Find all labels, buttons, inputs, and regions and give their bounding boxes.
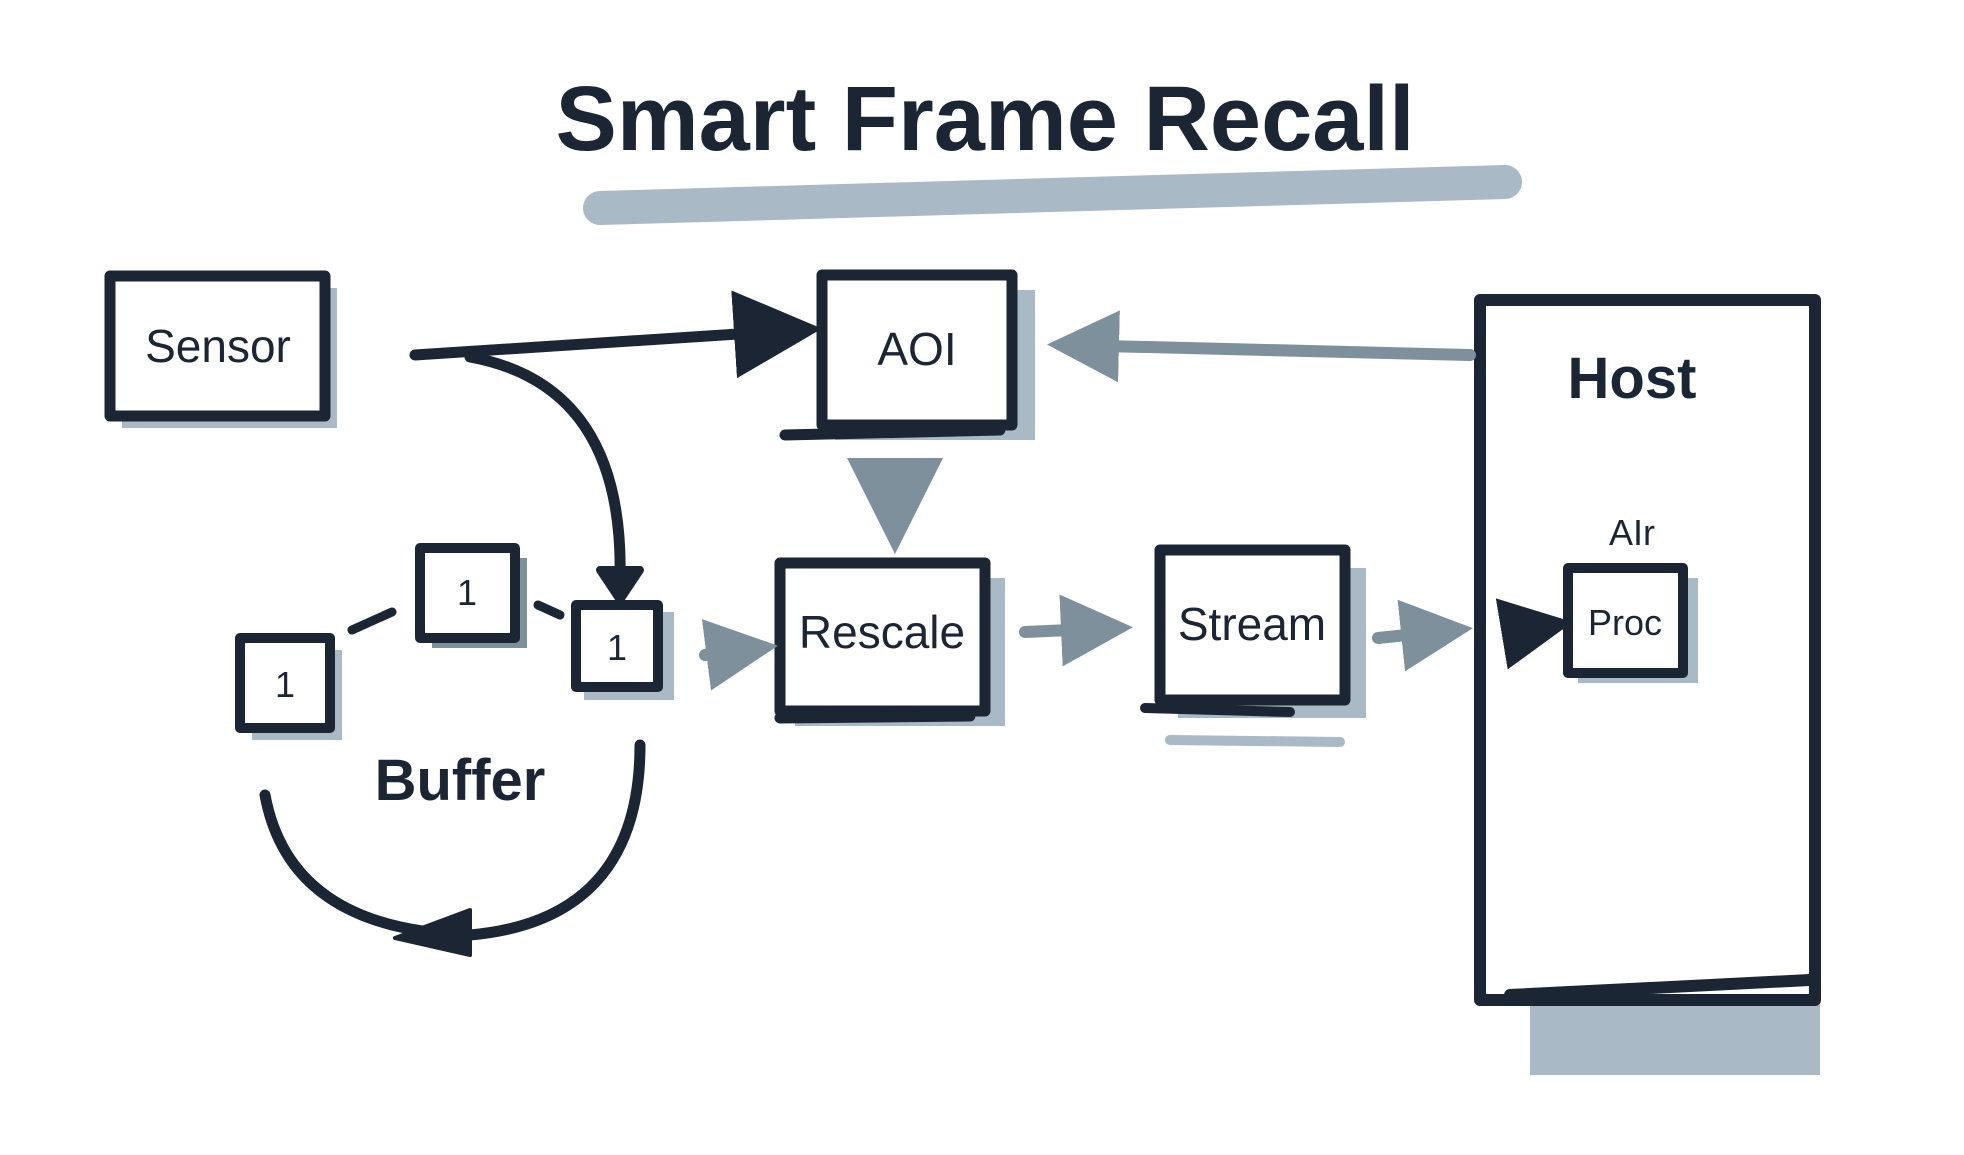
sensor-label: Sensor: [145, 320, 291, 372]
sensor-to-buffer-arrow: [464, 351, 626, 586]
rescale-node: Rescale: [774, 557, 1005, 726]
svg-text:1: 1: [457, 572, 477, 613]
aoi-node: AOI: [779, 269, 1035, 441]
svg-text:1: 1: [275, 664, 295, 705]
rescale-label: Rescale: [799, 606, 965, 658]
host-node: Host AIr Proc: [1474, 294, 1821, 1075]
buffer-frame-middle: 1: [415, 543, 527, 648]
sensor-to-aoi-arrow: [409, 290, 822, 379]
stream-label: Stream: [1178, 598, 1326, 650]
buffer-group: 1 1 1 Buffer: [235, 543, 674, 957]
title-underline: [583, 165, 1522, 225]
svg-text:1: 1: [607, 627, 627, 668]
aoi-label: AOI: [877, 323, 956, 375]
diagram-title: Smart Frame Recall: [555, 68, 1414, 170]
buffer-to-rescale-arrow: [699, 619, 778, 691]
buffer-label: Buffer: [375, 748, 546, 813]
stream-to-host-arrow: [1372, 599, 1473, 672]
sensor-node: Sensor: [104, 270, 337, 428]
stream-node: Stream: [1140, 544, 1366, 747]
host-entry-to-proc-arrow: [1495, 598, 1573, 670]
aoi-proc-label: Proc: [1588, 602, 1662, 643]
buffer-frame-right: 1: [571, 600, 674, 700]
connectors: [409, 290, 1573, 691]
host-to-aoi-arrow: [1047, 310, 1476, 383]
aoi-proc-node: Proc: [1563, 563, 1698, 683]
buffer-frame-left: 1: [235, 633, 342, 740]
host-label: Host: [1568, 346, 1697, 411]
aoi-proc-caption: AIr: [1609, 512, 1655, 553]
rescale-to-stream-arrow: [1019, 594, 1133, 667]
